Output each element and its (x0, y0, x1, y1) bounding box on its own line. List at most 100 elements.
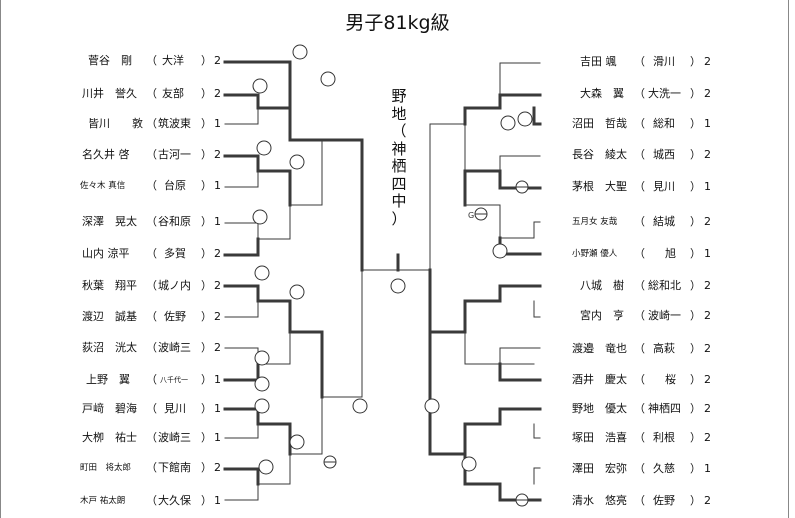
paren: （ (634, 309, 645, 322)
paren: （ (146, 148, 157, 161)
paren: （ (634, 148, 645, 161)
bracket-line (533, 423, 541, 439)
entrant-seed: 1 (214, 215, 221, 228)
paren: ） (201, 431, 212, 444)
bracket-line (224, 483, 259, 501)
paren: ） (201, 247, 212, 260)
win-marker (289, 154, 305, 170)
winner-path (532, 106, 542, 126)
entrant-name: 大栁 祐士 (82, 431, 137, 444)
paren: （ (146, 279, 157, 292)
paren: （ (634, 215, 645, 228)
paren: （ (634, 431, 645, 444)
entrant-seed: 2 (214, 279, 221, 292)
bracket-line (464, 331, 535, 365)
entrant-row: 大森 翼（大洗一）2 (540, 84, 720, 104)
paren: ） (690, 373, 701, 386)
entrant-name: 長谷 綾太 (572, 148, 627, 161)
entrant-row: 茅根 大聖（見川）1 (540, 177, 720, 197)
entrant-seed: 2 (704, 55, 711, 68)
entrant-seed: 1 (704, 117, 711, 130)
entrant-seed: 2 (214, 461, 221, 474)
entrant-name: 秋葉 翔平 (82, 279, 137, 292)
paren: （ (634, 55, 645, 68)
paren: （ (146, 431, 157, 444)
paren: ） (690, 247, 701, 260)
paren: ） (201, 148, 212, 161)
left-border (0, 0, 1, 518)
entrant-seed: 1 (214, 494, 221, 507)
entrant-row: 沼田 哲哉（総和）1 (540, 114, 720, 134)
win-marker (252, 78, 268, 94)
champion-char: 栖 (391, 157, 407, 175)
winner-path (428, 268, 467, 456)
paren: ） (201, 87, 212, 100)
entrant-name: 塚田 浩喜 (572, 431, 627, 444)
entrant-name: 酒井 慶太 (572, 373, 627, 386)
entrant-team: 総和北 (648, 279, 681, 292)
winner-path (463, 284, 542, 334)
paren: （ (146, 373, 157, 386)
entrant-row: 塚田 浩喜（利根）2 (540, 428, 720, 448)
winner-path (223, 93, 292, 110)
entrant-team: 古河一 (158, 148, 191, 161)
entrant-name: 佐々木 真信 (80, 181, 126, 191)
paren: （ (634, 462, 645, 475)
paren: ） (690, 55, 701, 68)
entrant-team: 友部 (162, 87, 184, 100)
win-marker (292, 44, 308, 60)
entrant-name: 渡辺 誠基 (82, 310, 137, 323)
paren: （ (146, 247, 157, 260)
entrant-seed: 2 (704, 309, 711, 322)
entrant-seed: 1 (214, 179, 221, 192)
paren: （ (146, 87, 157, 100)
entrant-name: 大森 翼 (580, 87, 624, 100)
entrant-seed: 1 (214, 431, 221, 444)
bracket-line (224, 107, 259, 125)
entrant-row: 町田 将太郎（下館南）2 (0, 458, 230, 478)
bracket-line (257, 331, 291, 365)
winner-path (320, 138, 364, 272)
paren: ） (690, 494, 701, 507)
win-marker (254, 376, 270, 392)
bracket-line (429, 123, 466, 271)
entrant-name: 五月女 友哉 (572, 217, 618, 227)
entrant-name: 名久井 啓 (82, 148, 130, 161)
win-marker (258, 459, 274, 475)
win-marker (289, 434, 305, 450)
paren: ） (690, 87, 701, 100)
bracket-line (499, 347, 541, 365)
entrant-name: 山内 涼平 (82, 247, 130, 260)
entrant-row: 渡邉 竜也（高萩）2 (540, 339, 720, 359)
entrant-name: 小野瀬 優人 (572, 249, 618, 259)
paren: （ (634, 342, 645, 355)
bracket-line (464, 123, 501, 206)
entrant-row: 上野 翼（八千代一）1 (0, 370, 230, 390)
entrant-row: 皆川 敦（筑波東）1 (0, 114, 230, 134)
entrant-row: 川井 誉久（友部）2 (0, 84, 230, 104)
paren: ） (690, 180, 701, 193)
champion-char: 中 (391, 192, 407, 210)
entrant-seed: 1 (214, 402, 221, 415)
entrant-row: 清水 悠亮（佐野）2 (540, 491, 720, 511)
winner-path (223, 362, 260, 382)
win-marker (256, 140, 272, 156)
entrant-row: 八城 樹（総和北）2 (540, 276, 720, 296)
entrant-row: 澤田 宏弥（久慈）1 (540, 459, 720, 479)
entrant-name: 澤田 宏弥 (572, 462, 627, 475)
champion-char: 野 (391, 87, 407, 105)
paren: ） (690, 148, 701, 161)
entrant-team: 滑川 (653, 55, 675, 68)
win-marker (517, 111, 533, 127)
entrant-name: 宮内 亨 (580, 309, 624, 322)
entrant-team: 大洋 (162, 54, 184, 67)
entrant-row: 佐々木 真信（台原）1 (0, 176, 230, 196)
entrant-name: 戸﨑 碧海 (82, 402, 137, 415)
winner-path (463, 407, 542, 456)
paren: （ (634, 180, 645, 193)
winner-path (223, 467, 260, 486)
win-marker (352, 398, 368, 414)
entrant-seed: 2 (704, 342, 711, 355)
left-thin-lines (224, 107, 399, 501)
paren: ） (201, 117, 212, 130)
